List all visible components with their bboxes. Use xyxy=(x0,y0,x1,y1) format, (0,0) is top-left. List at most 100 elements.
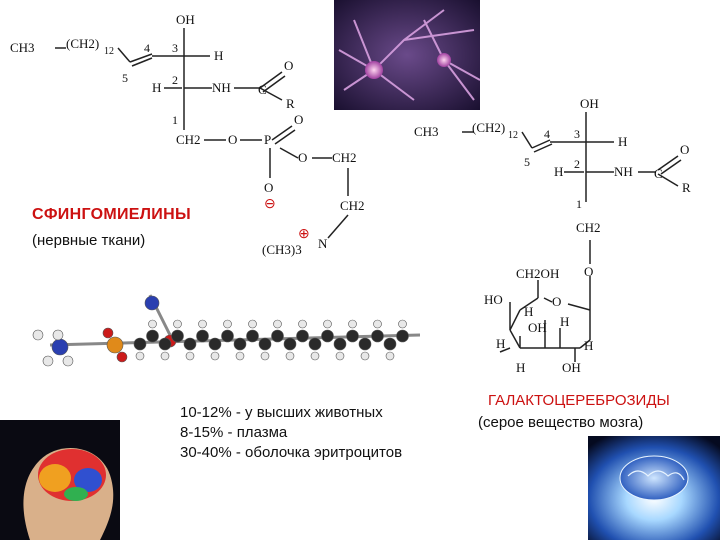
sub-12: 12 xyxy=(104,46,114,57)
hydrogen-atom xyxy=(62,355,74,367)
carbon-atom xyxy=(396,329,409,343)
g-o-label: O xyxy=(680,142,689,157)
g-nh-label: NH xyxy=(614,164,633,179)
galactocerebroside-subtitle: (серое вещество мозга) xyxy=(478,414,644,431)
hydrogen-atom xyxy=(135,351,145,361)
carbon-atom xyxy=(183,337,197,351)
carbon-atom xyxy=(321,329,334,343)
num-1: 1 xyxy=(172,113,178,127)
o-label: O xyxy=(284,58,293,73)
hydrogen-atom xyxy=(335,351,345,361)
carbon-atom xyxy=(358,337,372,351)
hydrogen-atom xyxy=(348,319,357,329)
g-num-2: 2 xyxy=(574,157,580,171)
hydrogen-atom xyxy=(285,351,295,361)
hydrogen-atom xyxy=(273,319,282,329)
molecule-3d-model xyxy=(32,294,420,367)
sphingomyelin-title: СФИНГОМИЕЛИНЫ xyxy=(32,206,191,223)
carbon-atom xyxy=(383,337,397,351)
g-oh-label: OH xyxy=(580,96,599,111)
hydrogen-atom xyxy=(185,351,195,361)
hydrogen-atom xyxy=(385,351,395,361)
num-2: 2 xyxy=(172,73,178,87)
n-label: N xyxy=(318,236,328,251)
g-ring-h-1: H xyxy=(524,304,533,319)
g-c-label: C xyxy=(654,166,663,181)
carbon-atom xyxy=(333,337,347,351)
hydrogen-atom xyxy=(160,351,170,361)
ch2-chain-label: (CH2) xyxy=(66,36,99,51)
carbon-atom xyxy=(346,329,359,343)
hydrogen-atom xyxy=(235,351,245,361)
nitrogen-atom xyxy=(51,338,69,356)
c-label: C xyxy=(258,82,267,97)
phosphorus-atom xyxy=(106,336,124,354)
ch3-3-label: (CH3)3 xyxy=(262,242,302,257)
g-ch3-label: CH3 xyxy=(414,124,439,139)
carbon-atom xyxy=(146,329,159,343)
nitrogen-atom xyxy=(144,295,160,311)
g-ring-h-3: H xyxy=(496,336,505,351)
num-5: 5 xyxy=(122,71,128,85)
carbon-atom xyxy=(258,337,272,351)
carbon-atom xyxy=(271,329,284,343)
hydrogen-atom xyxy=(32,329,44,341)
o-double-label: O xyxy=(294,112,303,127)
oxygen-atom xyxy=(116,351,128,363)
hydrogen-atom xyxy=(223,319,232,329)
g-ring-h-5: H xyxy=(516,360,525,375)
stat-item: 10-12% - у высших животных xyxy=(180,404,383,421)
carbon-atom xyxy=(158,337,172,351)
hydrogen-atom xyxy=(360,351,370,361)
oxygen-atom xyxy=(102,327,114,339)
hydrogen-atom xyxy=(210,351,220,361)
minus-charge-icon: ⊖ xyxy=(264,197,276,212)
hydrogen-atom xyxy=(198,319,207,329)
g-ring-o-label: O xyxy=(552,294,561,309)
g-num-5: 5 xyxy=(524,155,530,169)
hydrogen-atom xyxy=(323,319,332,329)
stat-item: 8-15% - плазма xyxy=(180,424,288,441)
g-ring-oh-2: OH xyxy=(562,360,581,375)
carbon-atom xyxy=(208,337,222,351)
ho-label: HO xyxy=(484,292,503,307)
g-r-label: R xyxy=(682,180,691,195)
g-ring-h-4: H xyxy=(584,338,593,353)
g-h-label-2: H xyxy=(554,164,563,179)
g-sub-12: 12 xyxy=(508,130,518,141)
carbon-atom xyxy=(221,329,234,343)
g-num-3: 3 xyxy=(574,127,580,141)
g-ch2-chain-label: (CH2) xyxy=(472,120,505,135)
sphingomyelin-formula: CH3 (CH2) 12 4 3 5 2 1 OH H H NH C O R C… xyxy=(10,12,365,257)
plus-charge-icon: ⊕ xyxy=(298,227,310,242)
carbon-atom xyxy=(196,329,209,343)
hydrogen-atom xyxy=(298,319,307,329)
carbon-atom xyxy=(171,329,184,343)
g-num-4: 4 xyxy=(544,127,550,141)
g-num-1: 1 xyxy=(576,197,582,211)
hydrogen-atom xyxy=(248,319,257,329)
stat-item: 30-40% - оболочка эритроцитов xyxy=(180,444,403,461)
hydrogen-atom xyxy=(310,351,320,361)
g-h-label: H xyxy=(618,134,627,149)
stats-list: 10-12% - у высших животных 8-15% - плазм… xyxy=(180,403,402,463)
galactocerebroside-formula: CH3 (CH2) 12 4 3 5 2 1 OH H H NH C O R C… xyxy=(414,96,691,375)
galactocerebroside-title: ГАЛАКТОЦЕРЕБРОЗИДЫ xyxy=(488,392,670,409)
carbon-atom xyxy=(133,337,147,351)
neuron-image xyxy=(334,0,480,110)
num-4: 4 xyxy=(144,41,150,55)
ch2-ethyl-label-2: CH2 xyxy=(340,198,365,213)
ch2-ethyl-label: CH2 xyxy=(332,150,357,165)
oh-label: OH xyxy=(176,12,195,27)
carbon-atom xyxy=(308,337,322,351)
carbon-atom xyxy=(283,337,297,351)
hydrogen-atom xyxy=(148,319,157,329)
h-label-2: H xyxy=(152,80,161,95)
hydrogen-atom xyxy=(373,319,382,329)
g-ring-oh-1: OH xyxy=(528,320,547,335)
ch2oh-label: CH2OH xyxy=(516,266,559,281)
hydrogen-atom xyxy=(42,355,54,367)
h-label: H xyxy=(214,48,223,63)
brain-head-image xyxy=(0,420,120,540)
o-ester-label: O xyxy=(298,150,307,165)
